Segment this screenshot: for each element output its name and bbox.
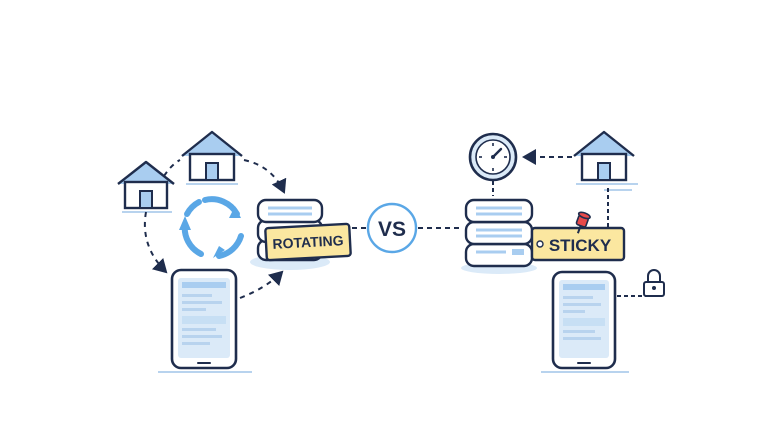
connector-line <box>164 160 180 176</box>
vs-badge: VS <box>368 204 416 252</box>
server-stack-icon <box>461 200 537 274</box>
vs-label: VS <box>378 218 406 241</box>
house-icon <box>118 162 174 212</box>
phone-icon <box>541 272 629 372</box>
house-icon <box>574 132 638 190</box>
clock-icon <box>470 134 516 180</box>
connector-arrow <box>244 160 284 192</box>
sticky-label: STICKY <box>549 236 612 255</box>
rotating-tag: ROTATING <box>265 224 351 260</box>
lock-icon <box>644 270 664 296</box>
house-icon <box>182 132 242 184</box>
connector-arrow <box>145 212 166 272</box>
connector-arrow <box>240 272 282 298</box>
phone-icon <box>158 270 252 372</box>
refresh-cycle-icon <box>179 199 241 258</box>
